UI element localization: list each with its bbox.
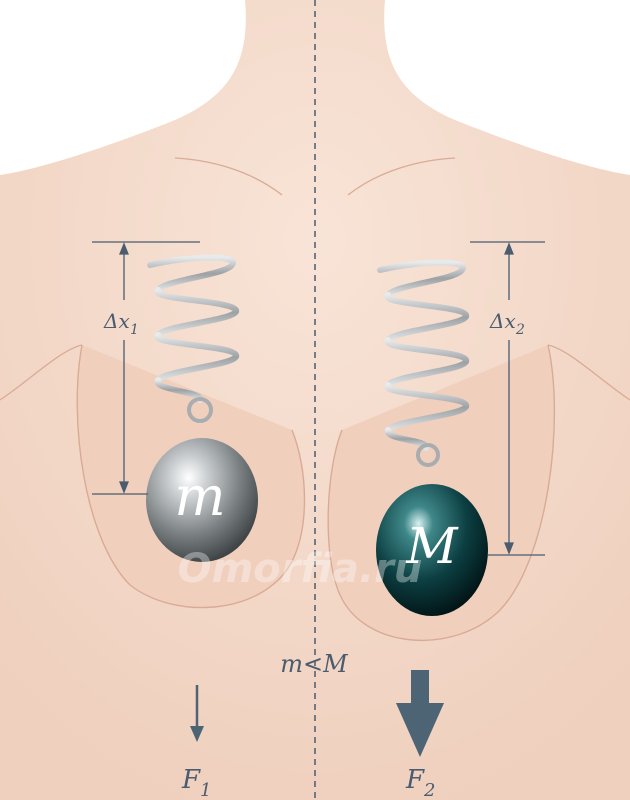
armpit-right	[547, 344, 630, 401]
watermark: Omorfia.ru	[178, 546, 423, 592]
delta-x1-sub: 1	[130, 322, 139, 338]
force-right-label: F	[405, 765, 425, 795]
force-arrow-left	[190, 685, 204, 742]
relation-label: m<M	[280, 650, 349, 678]
force-right-sub: 2	[423, 780, 435, 800]
armpit-left	[0, 344, 83, 401]
force-left-label: F	[181, 765, 201, 795]
force-left-sub: 1	[200, 780, 211, 800]
clavicle-right	[347, 157, 456, 196]
dimension-right	[470, 241, 545, 556]
spring-left	[147, 254, 240, 403]
spring-left-ring	[187, 397, 213, 423]
delta-x1-label: Δx	[103, 309, 130, 333]
force-arrow-right	[396, 670, 444, 757]
clavicle-left	[174, 157, 283, 196]
mass-left-label: m	[174, 465, 225, 528]
delta-x2-label: Δx	[489, 309, 516, 333]
delta-x2-sub: 2	[515, 322, 525, 338]
spring-right-ring	[416, 443, 440, 467]
dimension-left	[92, 241, 200, 495]
mass-left-ball	[146, 438, 258, 562]
mass-right-label: M	[405, 517, 459, 575]
mass-right-ball	[376, 484, 488, 616]
